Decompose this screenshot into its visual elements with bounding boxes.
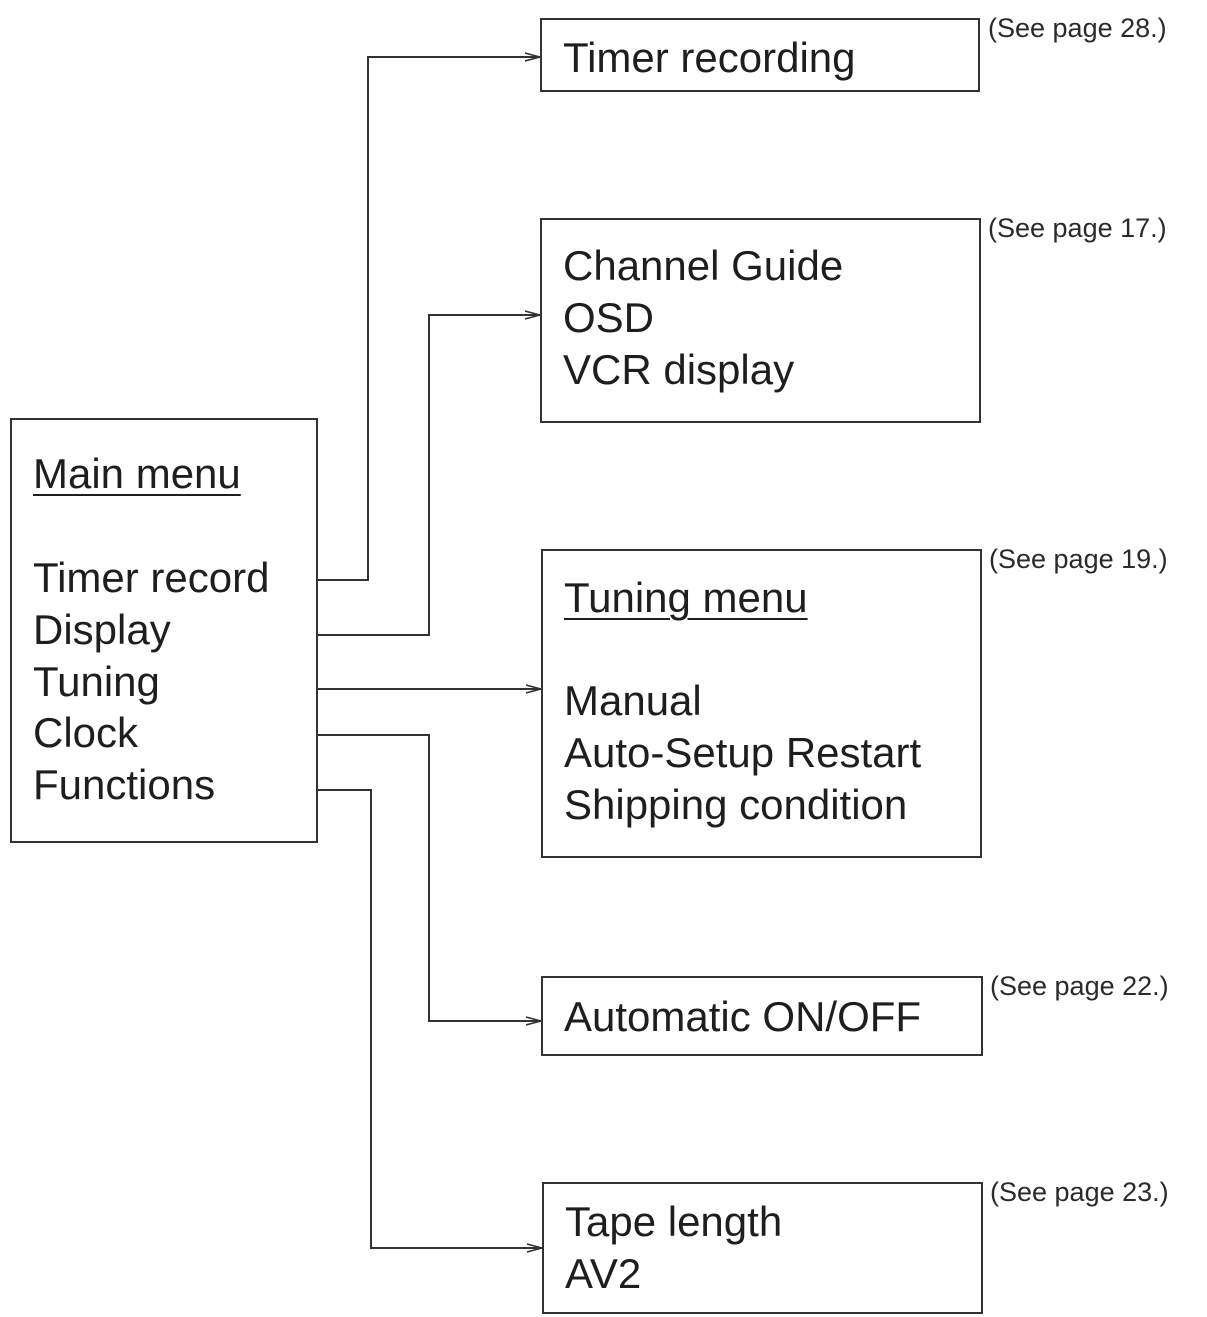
automatic-onoff-box	[541, 976, 983, 1056]
main-menu-item-clock: Clock	[33, 709, 139, 756]
functions-item-av2: AV2	[565, 1250, 642, 1297]
timer-recording-box	[540, 18, 980, 92]
tuning-menu-box	[541, 549, 982, 858]
main-menu-item-tuning: Tuning	[33, 658, 160, 705]
functions-page-ref: (See page 23.)	[990, 1177, 1169, 1207]
functions-box	[542, 1182, 983, 1314]
main-menu-item-timer-record: Timer record	[33, 554, 270, 601]
tuning-page-ref: (See page 19.)	[989, 544, 1168, 574]
arrow-timer-record	[303, 57, 540, 581]
timer-recording-label: Timer recording	[563, 34, 856, 81]
clock-page-ref: (See page 22.)	[990, 971, 1169, 1001]
timer-page-ref: (See page 28.)	[988, 13, 1167, 43]
arrow-functions	[245, 789, 542, 1248]
tuning-menu-title: Tuning menu	[564, 574, 808, 621]
display-item-vcr-display: VCR display	[563, 346, 795, 393]
functions-item-tape-length: Tape length	[565, 1198, 783, 1245]
clock-item-automatic-onoff: Automatic ON/OFF	[564, 993, 922, 1040]
tuning-item-shipping-condition: Shipping condition	[564, 781, 908, 828]
tuning-item-manual: Manual	[564, 677, 702, 724]
main-menu-item-display: Display	[33, 606, 171, 653]
main-menu-box	[10, 418, 318, 843]
tuning-item-auto-setup-restart: Auto-Setup Restart	[564, 729, 922, 776]
display-box	[540, 218, 981, 423]
display-item-channel-guide: Channel Guide	[563, 242, 844, 289]
main-menu-title: Main menu	[33, 450, 241, 497]
display-page-ref: (See page 17.)	[988, 213, 1167, 243]
display-item-osd: OSD	[563, 294, 655, 341]
main-menu-item-functions: Functions	[33, 761, 216, 808]
